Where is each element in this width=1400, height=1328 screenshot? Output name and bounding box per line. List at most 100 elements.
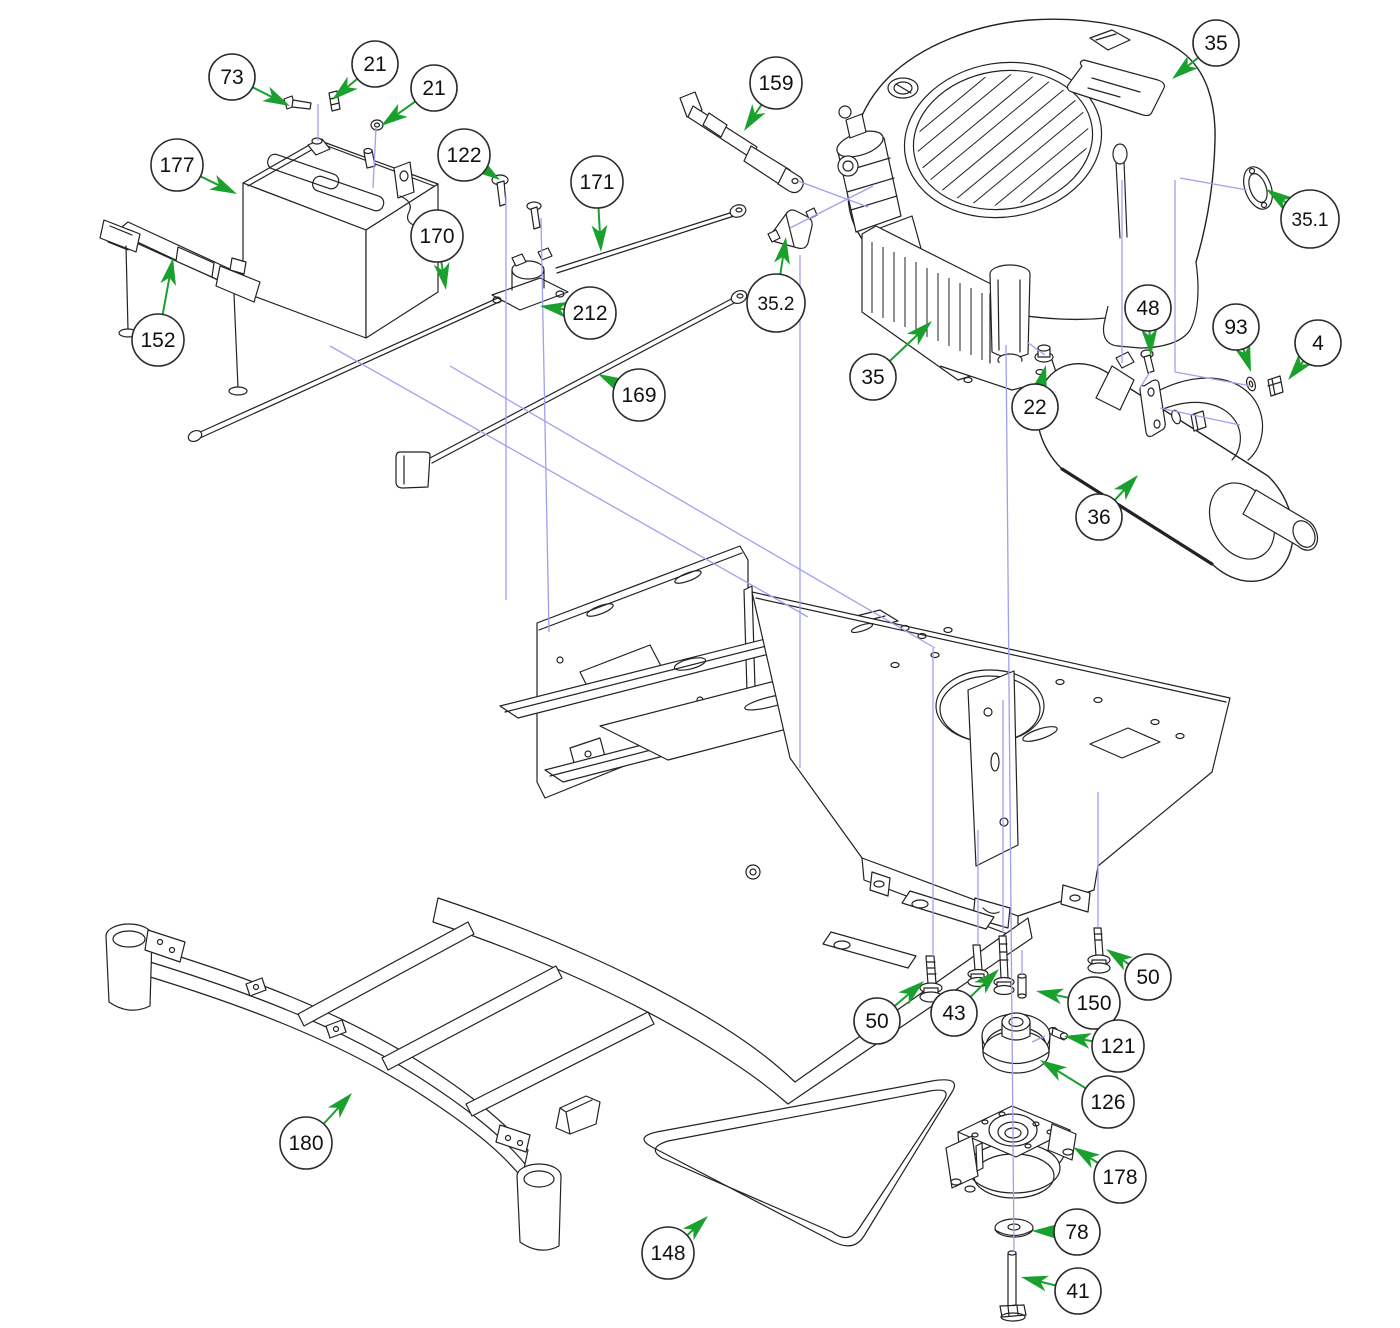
callout-balloon (570, 155, 624, 209)
callout-arrow-line (161, 277, 171, 315)
callout-balloon (1294, 319, 1342, 367)
callout-number: 35.2 (758, 294, 795, 315)
callout-21: 21 (381, 64, 458, 126)
callout-arrowhead (209, 175, 237, 194)
callout-number: 159 (758, 72, 793, 95)
callout-number: 122 (446, 144, 481, 167)
callout-arrowhead (1172, 55, 1198, 79)
callout-number: 178 (1102, 1166, 1137, 1189)
callout-balloon (749, 56, 803, 110)
callout-36: 36 (1075, 475, 1138, 541)
callout-arrowhead (591, 224, 608, 252)
muffler-drawing (1036, 351, 1319, 583)
solenoid-drawing (491, 174, 569, 311)
callout-number: 212 (572, 302, 607, 325)
callout-number: 35 (1204, 32, 1227, 55)
leader-line (1139, 371, 1151, 389)
callout-212: 212 (540, 286, 617, 340)
callout-number: 152 (140, 329, 175, 352)
spark-plug-tool-drawing (679, 91, 804, 194)
callout-number: 169 (621, 384, 656, 407)
leader-line (1026, 341, 1046, 356)
callout-arrow-line (1089, 1156, 1099, 1164)
callout-balloon (351, 40, 399, 88)
callout-arrowhead (744, 104, 766, 131)
callout-159: 159 (744, 56, 803, 131)
callout-arrowhead (682, 1216, 708, 1241)
callout-balloon (1192, 19, 1240, 67)
callout-arrow-line (1055, 994, 1069, 999)
callout-number: 35.1 (1292, 210, 1329, 231)
callout-balloon (131, 313, 185, 367)
callout-arrowhead (974, 969, 999, 994)
leader-line (1005, 344, 1015, 1253)
callout-arrowhead (898, 981, 924, 1005)
callout-arrow-line (1186, 56, 1199, 68)
leader-line (1174, 371, 1252, 387)
leader-line (1031, 1035, 1046, 1043)
belt-drawing (643, 1079, 956, 1247)
callout-arrowhead (1073, 1147, 1101, 1169)
callout-number: 50 (1136, 966, 1159, 989)
callout-arrow-line (888, 334, 919, 362)
callout-balloon (279, 1116, 333, 1170)
callout-arrowhead (1064, 1033, 1092, 1049)
callout-48: 48 (1124, 284, 1172, 356)
callout-arrowhead (1288, 354, 1312, 380)
fuel-filter-drawing (767, 207, 818, 250)
callout-121: 121 (1064, 1019, 1145, 1073)
callout-balloon (612, 368, 666, 422)
callout-arrow-line (199, 175, 220, 187)
callout-122: 122 (437, 128, 500, 182)
callout-balloon (437, 128, 491, 182)
callout-arrow-line (396, 100, 416, 116)
callout-balloon (746, 273, 806, 333)
callout-93: 93 (1212, 303, 1260, 372)
callout-35.1: 35.1 (1266, 189, 1340, 249)
callout-number: 78 (1065, 1221, 1088, 1244)
callout-arrowhead (381, 103, 408, 126)
callout-148: 148 (641, 1216, 708, 1280)
callout-arrowhead (906, 321, 932, 346)
callout-170: 170 (410, 209, 464, 290)
callout-number: 36 (1087, 506, 1110, 529)
callout-number: 180 (288, 1132, 323, 1155)
callout-balloon (641, 1226, 695, 1280)
callout-arrowhead (1266, 189, 1293, 211)
leader-line (1159, 407, 1241, 426)
callout-balloon (410, 64, 458, 112)
callout-number: 41 (1066, 1280, 1089, 1303)
callout-arrowhead (1113, 475, 1138, 501)
callout-balloon (1075, 493, 1123, 541)
callout-number: 93 (1224, 316, 1247, 339)
engine-deck-drawing (751, 591, 1231, 969)
callout-180: 180 (279, 1093, 352, 1170)
callout-number: 150 (1076, 992, 1111, 1015)
callout-arrowhead (1032, 1223, 1060, 1240)
leader-lines (317, 104, 1252, 1253)
callout-arrowhead (332, 76, 358, 100)
callout-balloon (930, 989, 978, 1037)
callout-arrowhead (774, 237, 790, 265)
callout-balloon (849, 353, 897, 401)
callout-balloon (150, 138, 204, 192)
callout-balloon (1011, 383, 1059, 431)
callout-number: 50 (865, 1010, 888, 1033)
callout-35: 35 (849, 321, 932, 401)
callout-78: 78 (1032, 1208, 1101, 1256)
callout-balloon (1053, 1208, 1101, 1256)
callout-arrow-line (1122, 959, 1130, 966)
callout-number: 177 (159, 154, 194, 177)
callout-arrow-line (1083, 1038, 1093, 1043)
callout-arrow-line (1056, 1069, 1087, 1090)
callout-arrowhead (540, 301, 568, 318)
callout-number: 126 (1090, 1091, 1125, 1114)
callout-73: 73 (208, 53, 290, 106)
callout-number: 21 (422, 77, 445, 100)
callout-arrowhead (160, 258, 176, 286)
callout-arrowhead (433, 262, 450, 290)
callout-arrow-line (252, 86, 273, 98)
callout-arrow-line (754, 104, 763, 115)
leader-line (1179, 177, 1248, 191)
leader-line (372, 127, 377, 189)
